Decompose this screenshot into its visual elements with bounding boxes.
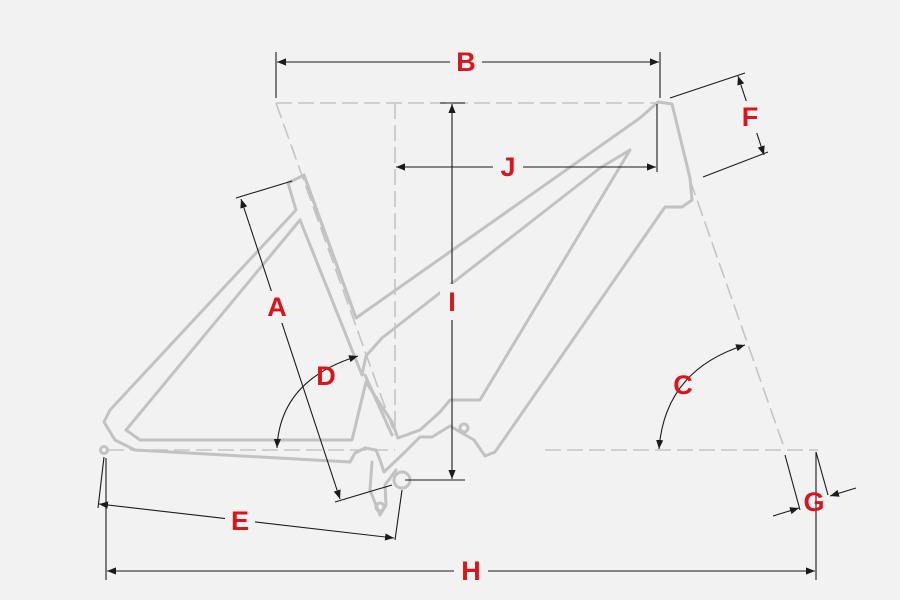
label-j: J (500, 152, 515, 182)
seat-tube (302, 173, 394, 437)
dim-a-line (240, 198, 341, 500)
label-b: B (456, 47, 476, 77)
dim-g-arrow-left (772, 507, 800, 517)
bike-frame (99, 100, 694, 517)
label-bg-a (262, 291, 292, 323)
label-e: E (231, 506, 249, 536)
dropout-hole-icon (374, 501, 386, 513)
rear-axle-icon (99, 445, 109, 455)
label-i: I (448, 287, 456, 317)
label-bg-i (440, 284, 464, 320)
bolt-hole-icon (458, 422, 470, 434)
dim-d-arc (273, 355, 359, 449)
label-bg-f (735, 101, 765, 133)
label-bg-j (493, 151, 523, 183)
dim-f-ext-top (669, 72, 746, 99)
frame-main-outline (102, 100, 694, 474)
ref-head-angle-line (689, 179, 786, 451)
dim-f-ext-bottom (702, 151, 769, 178)
dim-e-ext-right (394, 489, 403, 541)
dim-g-ext-b (815, 451, 829, 496)
label-f: F (742, 102, 759, 132)
label-h: H (461, 556, 481, 586)
dim-a-ext-top (235, 180, 293, 199)
dim-g-arrow-right (829, 487, 857, 497)
label-g: G (803, 487, 824, 517)
label-bg-b (450, 46, 482, 78)
label-a: A (267, 292, 287, 322)
label-d: D (316, 361, 336, 391)
frame-inner-outline (124, 148, 632, 442)
label-c: C (673, 370, 693, 400)
dim-g-ext-a (784, 454, 801, 511)
dim-c-arc (656, 344, 746, 450)
dim-e-ext-left (97, 456, 105, 509)
label-bg-e (225, 506, 255, 538)
dim-a-ext-bottom (334, 484, 393, 503)
dimension-labels: B J I A D E H C F G (225, 46, 825, 587)
label-bg-h (454, 555, 488, 587)
